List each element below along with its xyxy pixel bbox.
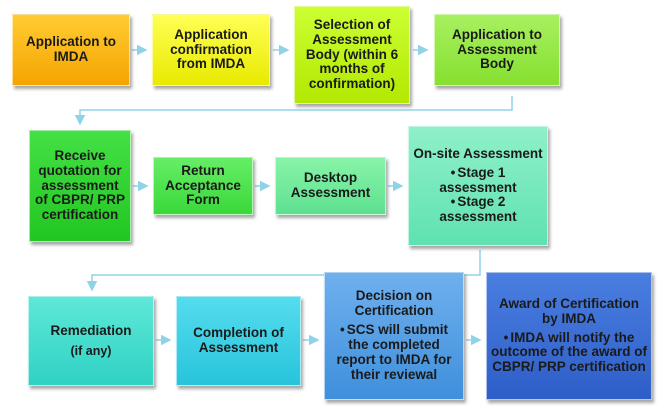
step-title: Application to Assessment Body [452, 26, 542, 72]
step-title: Receive quotation for assessment of CBPR… [34, 147, 125, 223]
step-title: Award of Certification by IMDA [498, 295, 640, 326]
step-bullet: SCS will submit the completed report to … [329, 322, 459, 382]
step-title: Application to IMDA [26, 34, 116, 64]
step-title: Application confirmation from IMDA [170, 26, 252, 72]
step-bullet-list: Stage 1 assessment Stage 2 assessment [413, 165, 543, 225]
step-application-confirmation: Application confirmation from IMDA [152, 14, 270, 86]
step-award-of-certification: Award of Certification by IMDA IMDA will… [486, 272, 652, 400]
step-subtitle: (if any) [70, 343, 112, 358]
step-receive-quotation: Receive quotation for assessment of CBPR… [29, 130, 131, 242]
step-bullet: IMDA will notify the outcome of the awar… [491, 330, 647, 376]
step-application-to-imda: Application to IMDA [12, 14, 130, 86]
step-completion-of-assessment: Completion of Assessment [176, 296, 301, 386]
step-title: Decision on Certification [354, 288, 434, 319]
step-remediation: Remediation (if any) [28, 296, 154, 386]
step-title: Selection of Assessment Body (within 6 m… [305, 16, 399, 92]
step-bullet: Stage 2 assessment [413, 195, 543, 225]
step-bullet-list: SCS will submit the completed report to … [329, 322, 459, 382]
step-desktop-assessment: Desktop Assessment [275, 157, 386, 215]
step-bullet: Stage 1 assessment [413, 165, 543, 196]
step-title: Remediation [50, 322, 132, 338]
arrow-s4-s5 [74, 96, 513, 126]
step-application-to-assessment-body: Application to Assessment Body [434, 14, 560, 86]
step-decision-on-certification: Decision on Certification SCS will submi… [324, 272, 464, 400]
arrow-s8-s9 [86, 250, 481, 292]
step-selection-of-assessment-body: Selection of Assessment Body (within 6 m… [294, 6, 410, 104]
step-title: On-site Assessment [413, 145, 543, 161]
step-return-acceptance-form: Return Acceptance Form [153, 157, 253, 215]
step-bullet-list: IMDA will notify the outcome of the awar… [491, 330, 647, 376]
step-on-site-assessment: On-site Assessment Stage 1 assessment St… [408, 126, 548, 246]
step-title: Completion of Assessment [193, 325, 284, 355]
step-title: Desktop Assessment [290, 170, 371, 200]
step-title: Return Acceptance Form [165, 162, 241, 208]
